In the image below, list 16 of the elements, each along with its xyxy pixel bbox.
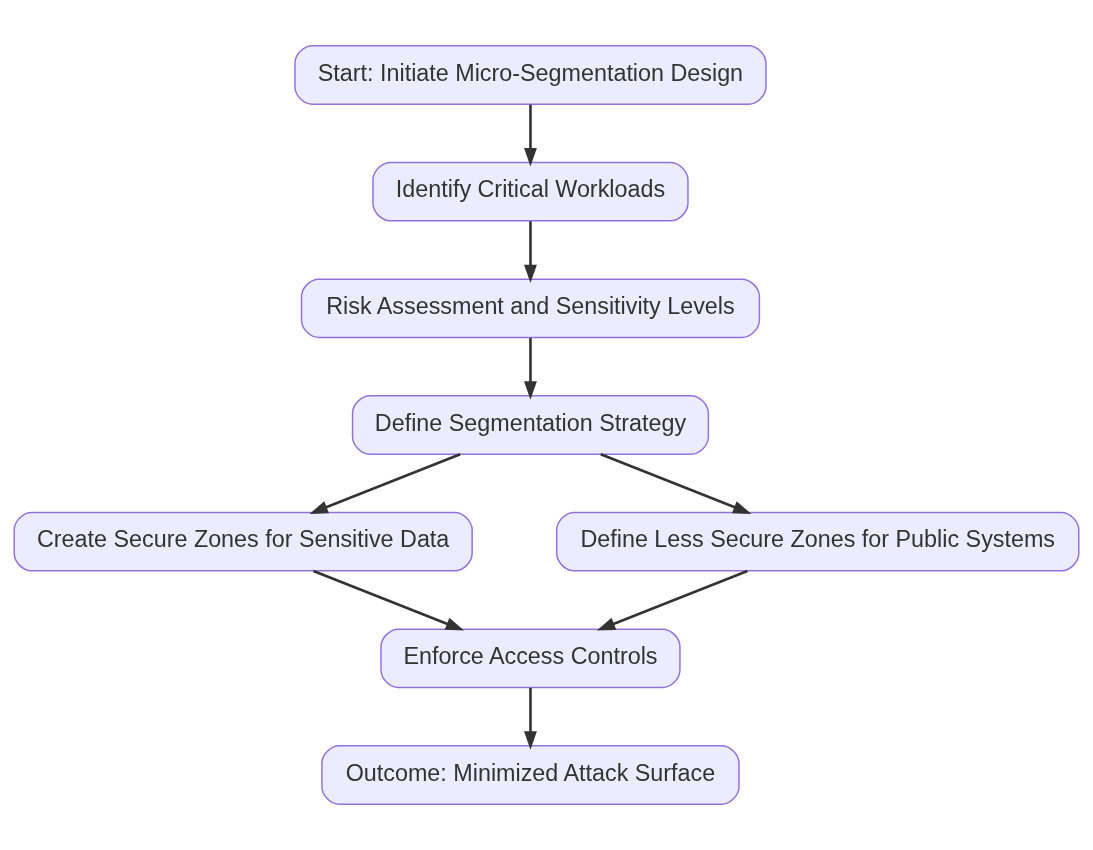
arrow <box>524 337 537 400</box>
node-box: Start: Initiate Micro-Segmentation Design <box>294 45 767 105</box>
node-box: Create Secure Zones for Sensitive Data <box>13 511 473 572</box>
node-box: Define Segmentation Strategy <box>351 395 710 455</box>
arrow <box>600 453 752 514</box>
node-box: Identify Critical Workloads <box>372 161 689 222</box>
arrow <box>309 453 461 514</box>
arrow <box>524 221 537 284</box>
node-box: Define Less Secure Zones for Public Systems <box>556 511 1080 572</box>
node-box: Enforce Access Controls <box>380 628 681 689</box>
node-box: Risk Assessment and Sensitivity Levels <box>300 278 761 339</box>
arrow <box>312 569 465 631</box>
node-box: Outcome: Minimized Attack Surface <box>321 745 740 805</box>
arrow <box>524 104 537 167</box>
arrow <box>524 687 537 750</box>
arrow <box>596 569 748 631</box>
